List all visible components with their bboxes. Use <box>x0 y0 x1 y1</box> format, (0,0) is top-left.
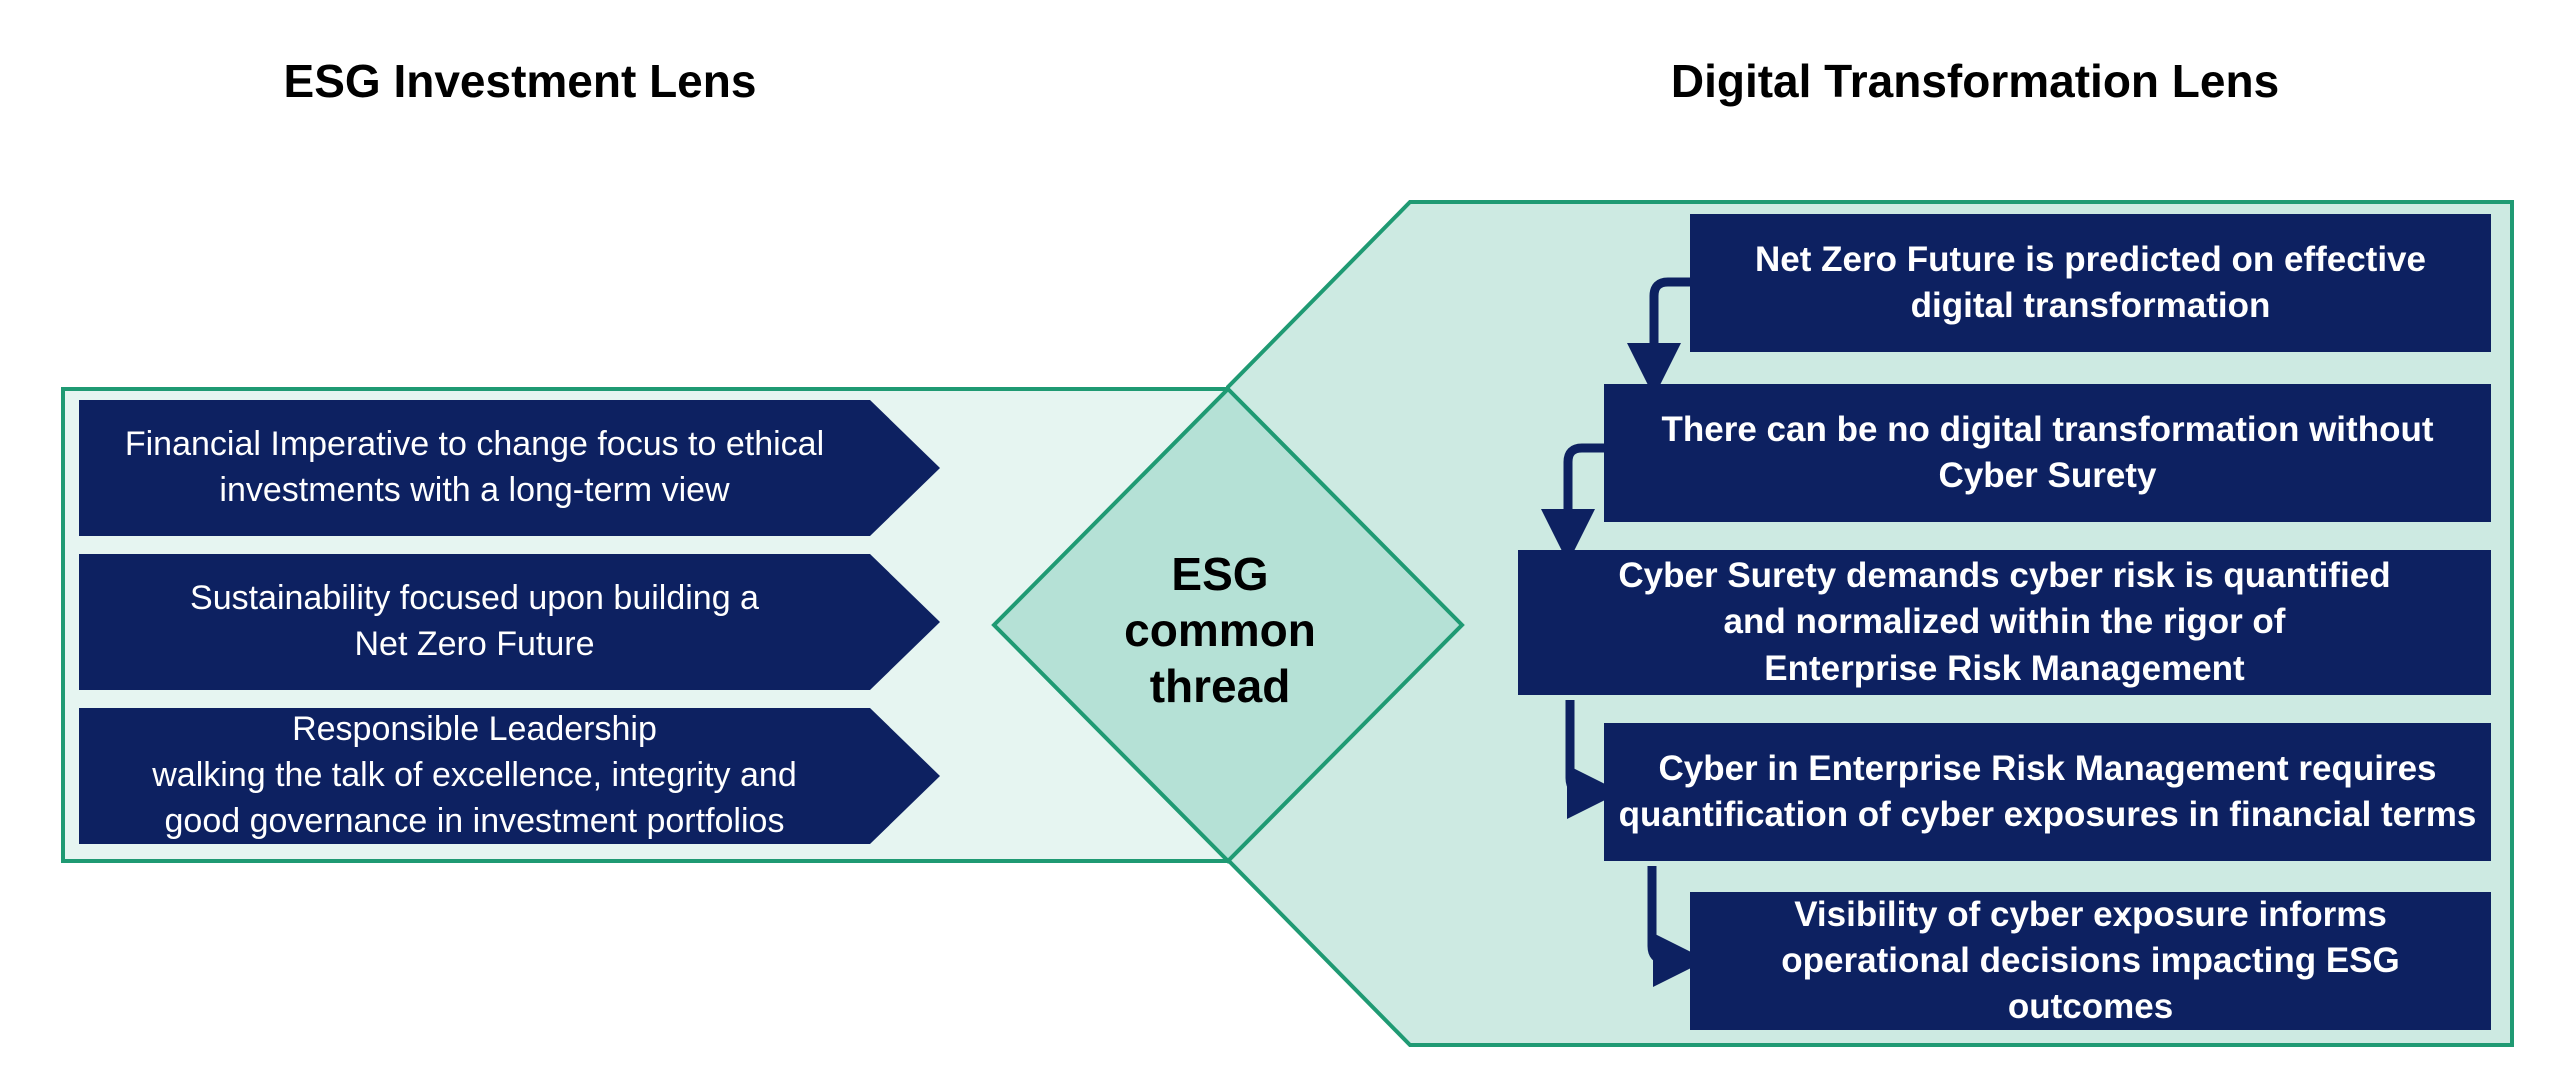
esg-arrow-shape-1 <box>79 400 940 536</box>
connector-arrow-3 <box>1565 700 1621 819</box>
connector-arrow-1 <box>1627 277 1690 397</box>
dt-step-visibility: Visibility of cyber exposure informs ope… <box>1690 892 2491 1030</box>
common-thread-label: ESG common thread <box>1124 547 1316 713</box>
esg-item-sustainability: Sustainability focused upon building a N… <box>190 579 759 663</box>
dt-step-erm-quantification: Cyber in Enterprise Risk Management requ… <box>1604 723 2491 861</box>
connector-arrow-4 <box>1647 866 1707 987</box>
connector-arrow-2 <box>1541 443 1604 563</box>
dt-step-net-zero: Net Zero Future is predicted on effectiv… <box>1690 214 2491 352</box>
esg-item-responsible-leadership: Responsible Leadership walking the talk … <box>152 710 797 840</box>
esg-lens-title: ESG Investment Lens <box>283 55 757 107</box>
digital-lens-title: Digital Transformation Lens <box>1670 55 2280 107</box>
esg-item-financial-imperative: Financial Imperative to change focus to … <box>124 425 825 509</box>
esg-arrow-shape-3 <box>79 708 940 844</box>
common-thread-diamond <box>991 386 1465 864</box>
dt-step-cyber-surety: There can be no digital transformation w… <box>1604 384 2491 522</box>
esg-arrow-shape-2 <box>79 554 940 690</box>
dt-step-risk-quantified: Cyber Surety demands cyber risk is quant… <box>1518 550 2491 695</box>
